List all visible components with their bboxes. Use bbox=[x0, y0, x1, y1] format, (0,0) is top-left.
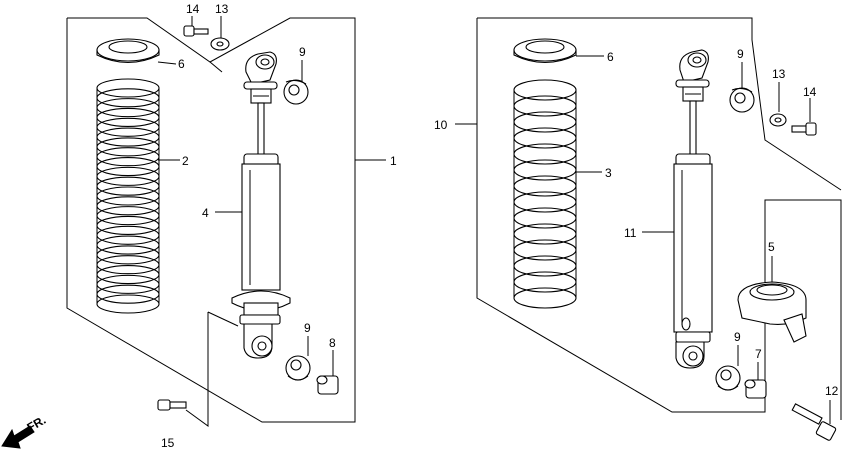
callout-14-right: 14 bbox=[803, 85, 817, 99]
callout-6-left: 6 bbox=[178, 57, 185, 71]
coil-spring-right bbox=[513, 79, 577, 309]
callout-7: 7 bbox=[755, 347, 762, 361]
spring-seat-bracket bbox=[737, 281, 807, 343]
bolt-left-top bbox=[183, 25, 209, 37]
callout-9-left-lower: 9 bbox=[304, 321, 311, 335]
bolt-left-bottom-guide bbox=[207, 311, 239, 327]
callout-6-right: 6 bbox=[607, 50, 614, 64]
callout-11: 11 bbox=[624, 226, 637, 240]
callout-13-left: 13 bbox=[215, 2, 229, 16]
callout-13-right: 13 bbox=[772, 67, 786, 81]
bushing-right-lower bbox=[715, 365, 741, 391]
callout-15: 15 bbox=[161, 436, 175, 450]
bolt-left-bottom-leader bbox=[185, 312, 209, 427]
callout-12: 12 bbox=[825, 384, 839, 398]
callout-3: 3 bbox=[605, 166, 612, 180]
shock-absorber-right bbox=[673, 49, 713, 369]
callout-9-right-upper: 9 bbox=[737, 47, 744, 61]
callout-14-left: 14 bbox=[186, 2, 200, 16]
coil-spring-left bbox=[96, 78, 160, 314]
callout-5: 5 bbox=[768, 240, 775, 254]
right-leader-lines bbox=[455, 55, 831, 424]
bolt-left-bottom bbox=[157, 399, 187, 411]
callout-8: 8 bbox=[329, 336, 336, 350]
callout-1: 1 bbox=[390, 154, 397, 168]
washer-right bbox=[769, 113, 787, 127]
bushing-right-upper bbox=[729, 87, 755, 113]
bushing-left-lower bbox=[285, 355, 311, 381]
right-assembly-outline bbox=[476, 17, 842, 420]
callout-2: 2 bbox=[182, 154, 189, 168]
bolt-right bbox=[791, 122, 817, 136]
callout-4: 4 bbox=[202, 206, 209, 220]
callout-9-right-lower: 9 bbox=[734, 330, 741, 344]
stud-right bbox=[791, 403, 837, 441]
collar-left bbox=[316, 375, 339, 395]
arrow-down-left-icon bbox=[1, 425, 35, 449]
spring-seat-right bbox=[513, 38, 577, 63]
collar-right bbox=[744, 379, 767, 399]
front-direction-indicator: FR. bbox=[1, 413, 48, 449]
callout-labels: 14 13 6 9 2 1 4 9 8 15 10 6 9 13 14 3 11… bbox=[161, 2, 839, 450]
shock-absorber-left bbox=[231, 51, 291, 359]
callout-9-left-upper: 9 bbox=[299, 45, 306, 59]
left-assembly-outline bbox=[66, 17, 356, 423]
callout-10: 10 bbox=[434, 118, 448, 132]
bushing-left-upper bbox=[283, 79, 309, 105]
left-leader-lines bbox=[157, 16, 386, 376]
spring-seat-left bbox=[96, 38, 160, 63]
washer-left-top bbox=[210, 37, 230, 51]
